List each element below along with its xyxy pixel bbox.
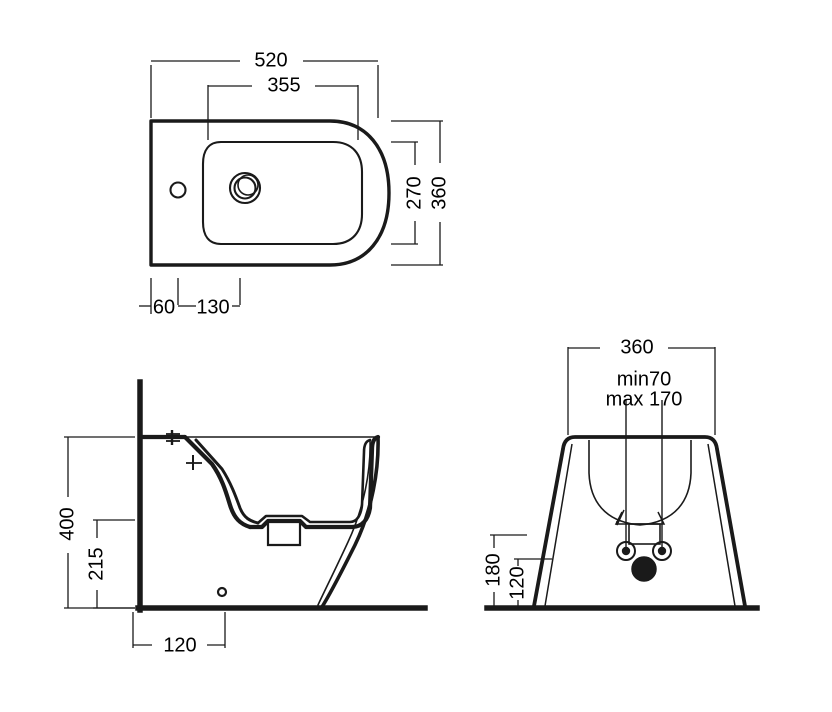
dim-label-top-355: 355: [267, 74, 300, 96]
side-view-pedestal-right: [320, 435, 380, 609]
dim-label-front-360: 360: [620, 336, 653, 358]
top-view-drain-middle: [233, 176, 257, 200]
dim-side-215: 215: [85, 519, 135, 609]
front-view: 360 min70 max 170 180 120: [482, 336, 760, 611]
front-view-outline: [532, 435, 747, 608]
dim-top-270: 270: [391, 141, 425, 245]
dim-top-355: 355: [207, 74, 359, 140]
dim-label-top-130: 130: [196, 296, 229, 318]
dim-label-front-180: 180: [482, 553, 504, 586]
dim-label-front-max170: max 170: [606, 388, 683, 410]
top-view-drain-outer: [228, 171, 262, 205]
dim-side-400: 400: [56, 436, 135, 609]
dim-label-top-60: 60: [153, 296, 175, 318]
dim-top-60: 60: [139, 278, 188, 318]
top-view: 520 355 360: [139, 49, 450, 318]
dim-top-130: 130: [188, 278, 241, 318]
dim-label-side-120: 120: [163, 634, 196, 656]
side-view-fixing-hole: [216, 586, 228, 598]
side-view-pedestal-right-inner: [317, 439, 371, 606]
side-view-bowl-inner-left: [194, 438, 260, 525]
dim-top-360: 360: [391, 120, 450, 266]
top-view-overflow-hole: [169, 181, 187, 199]
top-view-outline: [149, 119, 391, 267]
front-view-waste-outlet: [631, 556, 657, 582]
front-view-outline-inner-left: [544, 443, 573, 607]
dim-side-120: 120: [132, 612, 226, 656]
dim-front-180: 180: [482, 534, 527, 608]
front-view-drain-rect: [628, 523, 661, 545]
dim-label-top-520: 520: [254, 49, 287, 71]
side-view: 400 215 120: [56, 379, 428, 656]
dim-label-top-270: 270: [403, 176, 425, 209]
top-view-bowl: [201, 140, 364, 246]
front-view-outline-inner-right: [707, 443, 736, 607]
dim-label-front-120: 120: [506, 566, 528, 599]
dim-label-side-400: 400: [56, 507, 78, 540]
top-view-drain-inner: [237, 174, 259, 196]
side-view-bowl-outer-left: [182, 434, 253, 530]
front-view-bowl-curve: [588, 472, 692, 526]
dim-front-360: 360: [567, 336, 716, 435]
dim-top-520: 520: [150, 49, 379, 118]
front-view-drain-neck: [616, 509, 625, 526]
dim-label-front-min70: min70: [617, 368, 671, 390]
dim-label-top-360: 360: [428, 176, 450, 209]
dim-label-side-215: 215: [85, 547, 107, 580]
side-view-bowl-base-inner: [256, 438, 372, 525]
dim-front-120: 120: [506, 558, 552, 608]
side-view-drain-box: [266, 521, 302, 547]
